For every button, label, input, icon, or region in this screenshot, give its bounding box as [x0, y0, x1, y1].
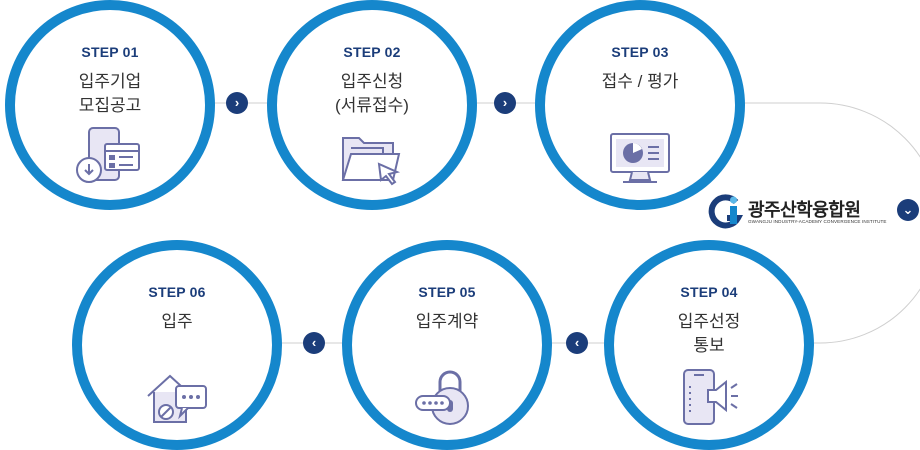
next-arrow-icon: › — [494, 92, 516, 114]
gi-logo-icon — [708, 194, 744, 235]
prev-arrow-icon: ‹ — [303, 332, 325, 354]
monitor-chart-icon — [605, 126, 675, 193]
step-label: STEP 03 — [611, 44, 669, 60]
step-05-circle: STEP 05 입주계약 — [342, 240, 552, 450]
step-title: 입주 — [161, 312, 193, 331]
step-title: 입주기업 모집공고 — [78, 72, 142, 115]
house-chat-icon — [142, 366, 212, 433]
logo-name: 광주산학융합원 — [748, 200, 861, 220]
prev-arrow-icon: ‹ — [566, 332, 588, 354]
step-label: STEP 06 — [148, 284, 206, 300]
step-label: STEP 05 — [418, 284, 476, 300]
step-06-circle: STEP 06 입주 — [72, 240, 282, 450]
step-title: 입주선정 통보 — [677, 312, 741, 355]
logo-subtitle: GWANGJU INDUSTRY-ACADEMY CONVERGENCE INS… — [748, 219, 887, 224]
step-label: STEP 02 — [343, 44, 401, 60]
step-title: 입주신청 (서류접수) — [335, 72, 409, 115]
step-04-circle: STEP 04 입주선정 통보 — [604, 240, 814, 450]
step-title: 입주계약 — [415, 312, 479, 331]
padlock-icon — [412, 366, 482, 433]
step-label: STEP 01 — [81, 44, 139, 60]
chevron-down-icon: ⌄ — [897, 199, 919, 221]
folder-cursor-icon — [337, 126, 407, 193]
step-01-circle: STEP 01 입주기업 모집공고 — [5, 0, 215, 210]
phone-speaker-icon — [674, 366, 744, 433]
institute-logo: 광주산학융합원 GWANGJU INDUSTRY-ACADEMY CONVERG… — [706, 192, 894, 232]
step-03-circle: STEP 03 접수 / 평가 — [535, 0, 745, 210]
mobile-form-icon — [75, 126, 145, 193]
step-02-circle: STEP 02 입주신청 (서류접수) — [267, 0, 477, 210]
step-title: 접수 / 평가 — [601, 72, 679, 91]
step-label: STEP 04 — [680, 284, 738, 300]
next-arrow-icon: › — [226, 92, 248, 114]
